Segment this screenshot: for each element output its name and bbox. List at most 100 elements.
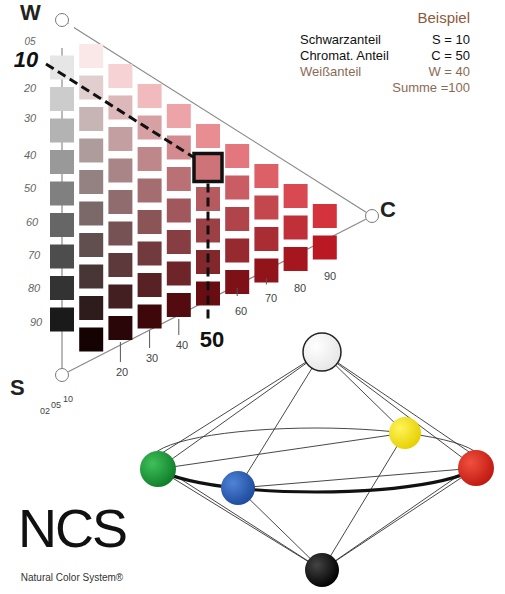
color-sample — [108, 285, 132, 309]
chromaticness-scale-value: 60 — [235, 305, 247, 318]
color-sample — [167, 167, 191, 191]
color-sample — [254, 196, 278, 220]
color-sample — [313, 204, 337, 228]
color-sample — [225, 176, 249, 200]
color-sample — [79, 202, 103, 226]
color-sample — [138, 84, 162, 108]
color-sample — [50, 87, 74, 111]
chromaticness-scale-value: 05 — [51, 400, 61, 410]
color-sample — [284, 184, 308, 208]
whiteness-scale-value: 80 — [28, 282, 40, 295]
color-sample — [79, 139, 103, 163]
color-sample — [50, 119, 74, 143]
color-sample — [79, 170, 103, 194]
scale-leader — [237, 288, 238, 296]
color-sample — [167, 262, 191, 286]
pole-letter: S — [10, 375, 25, 400]
color-sample — [108, 96, 132, 120]
color-sample — [108, 222, 132, 246]
color-sample — [50, 150, 74, 174]
color-sample — [108, 316, 132, 340]
chromaticness-scale-value: 30 — [146, 352, 158, 365]
color-sample — [50, 308, 74, 332]
color-sample — [196, 124, 220, 148]
color-double-cone — [140, 333, 494, 587]
guide-lines — [46, 64, 266, 362]
color-sample — [225, 144, 249, 168]
color-sample — [138, 210, 162, 234]
axis-pole: C — [365, 209, 379, 223]
pole-letter: C — [380, 197, 396, 222]
chromaticness-scale-value: 70 — [265, 292, 277, 305]
dashed-guide — [46, 64, 194, 158]
whiteness-scale-value: 90 — [30, 316, 42, 329]
color-sample — [138, 305, 162, 329]
color-sample — [108, 127, 132, 151]
color-sample — [138, 242, 162, 266]
color-sample — [225, 207, 249, 231]
chromaticness-scale-value: 50 — [200, 327, 224, 352]
color-sample — [79, 328, 103, 352]
color-sample — [254, 164, 278, 188]
pole-letter: W — [20, 0, 41, 25]
color-sample — [50, 245, 74, 269]
whiteness-scale-value: 50 — [24, 182, 36, 195]
axis-line — [68, 219, 366, 372]
color-sample — [50, 276, 74, 300]
example-line: C = 50 — [431, 49, 470, 64]
whiteness-scale-value: 20 — [24, 82, 36, 95]
whiteness-scale-value: 60 — [26, 216, 38, 229]
color-sample — [138, 147, 162, 171]
color-sample — [138, 273, 162, 297]
color-sample — [167, 293, 191, 317]
dashed-guide — [207, 184, 210, 323]
scale-leader — [266, 278, 267, 285]
color-sample — [225, 239, 249, 263]
color-sample — [108, 190, 132, 214]
color-sample — [108, 253, 132, 277]
axis-pole: S — [55, 368, 69, 382]
example-line: S = 10 — [432, 33, 470, 48]
whiteness-scale-value: 05 — [24, 36, 35, 48]
chromaticness-scale-value: 90 — [324, 270, 336, 283]
chromaticness-scale-value: 40 — [176, 339, 188, 352]
axis-pole: W — [55, 13, 69, 27]
whiteness-scale-value: 30 — [24, 112, 36, 125]
chromaticness-scale-value: 10 — [63, 394, 73, 404]
whiteness-scale-value: 40 — [24, 149, 36, 162]
whiteness-scale-value: 10 — [14, 47, 38, 72]
color-sample — [284, 247, 308, 271]
example-line: Summe =100 — [392, 81, 470, 96]
color-sample — [313, 236, 337, 260]
color-sample — [167, 199, 191, 223]
color-sample — [50, 182, 74, 206]
logo-text: NCS — [18, 497, 126, 559]
color-sample — [138, 179, 162, 203]
selected-sample — [194, 154, 222, 182]
color-sample — [167, 230, 191, 254]
color-sample — [108, 64, 132, 88]
color-sample — [79, 233, 103, 257]
example-line: Chromat. Anteil — [300, 49, 389, 64]
color-sample — [254, 227, 278, 251]
color-sample — [284, 216, 308, 240]
chromaticness-scale-value: 02 — [40, 406, 50, 416]
color-sample — [167, 104, 191, 128]
scale-leader — [120, 342, 121, 362]
color-sample — [79, 107, 103, 131]
scale-leader — [149, 331, 150, 349]
example-line: W = 40 — [428, 65, 470, 80]
chromaticness-scale-value: 20 — [116, 366, 128, 379]
color-sample — [50, 24, 74, 48]
example-heading: Beispiel — [417, 9, 470, 26]
logo-caption: Natural Color System® — [21, 572, 123, 584]
example-line: Weißanteil — [300, 65, 361, 80]
color-sample — [79, 296, 103, 320]
color-sample — [50, 213, 74, 237]
color-triangle — [50, 24, 337, 352]
chromaticness-scale-value: 80 — [294, 282, 306, 295]
scale-leader — [178, 319, 179, 335]
color-sample — [79, 265, 103, 289]
color-sample — [79, 44, 103, 68]
